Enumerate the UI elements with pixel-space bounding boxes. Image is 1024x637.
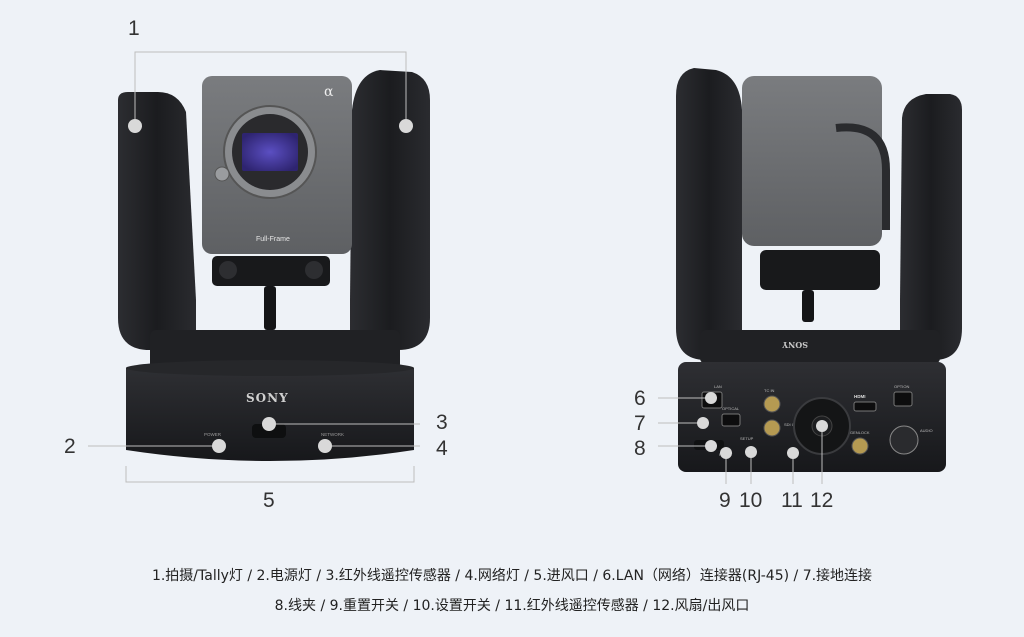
legend-caption-line-2: 8.线夹 / 9.重置开关 / 10.设置开关 / 11.红外线遥控传感器 / … (274, 598, 750, 614)
callout-dot-2 (212, 439, 226, 453)
power-label: POWER (204, 432, 222, 437)
callout-number-7: 7 (634, 412, 646, 435)
full-frame-label: Full-Frame (256, 236, 290, 243)
callout-number-9: 9 (719, 489, 731, 512)
callout-dot-1b (399, 119, 413, 133)
optical-port (721, 413, 741, 427)
front-callout-dots (128, 119, 413, 453)
tc-in-connector (763, 395, 781, 413)
callout-number-10: 10 (739, 489, 763, 512)
alpha-mark: α (324, 84, 334, 100)
callout-dot-6 (705, 392, 717, 404)
front-base (126, 368, 414, 461)
front-yoke-left-arm (118, 92, 196, 350)
rear-camera-body (742, 76, 882, 246)
callout-number-3: 3 (436, 411, 448, 434)
image-sensor (242, 133, 298, 171)
rear-yoke-left-arm (676, 68, 742, 360)
genlock-label: GENLOCK (850, 430, 870, 435)
rear-yoke-right-arm (900, 94, 962, 360)
callout-number-6: 6 (634, 387, 646, 410)
callout-dot-4 (318, 439, 332, 453)
callout-number-4: 4 (436, 437, 448, 460)
audio-connector (889, 425, 919, 455)
rear-yoke-bridge (700, 330, 940, 364)
callout-dot-11 (787, 447, 799, 459)
callout-line-1 (134, 51, 407, 126)
rear-camera: SONY LAN TC IN SDI OUT OPTICAL SETUP RES… (676, 68, 962, 472)
callout-line-5 (125, 466, 415, 483)
option-port (893, 391, 913, 407)
rear-cable (835, 123, 890, 230)
rear-mounting-screw (802, 290, 814, 322)
hdmi-label: HDMI (854, 394, 866, 399)
front-callout-lines (88, 51, 420, 483)
lan-port-label: LAN (714, 384, 722, 389)
mounting-plate (212, 256, 330, 286)
hdmi-port (853, 401, 877, 412)
mounting-screw (264, 286, 276, 330)
front-base-top-edge (126, 360, 414, 376)
audio-label: AUDIO (920, 428, 933, 433)
callout-number-5: 5 (263, 489, 275, 512)
callout-dot-10 (745, 446, 757, 458)
rear-plate (760, 250, 880, 290)
callout-dot-12 (816, 420, 828, 432)
legend-caption-line-1: 1.拍摄/Tally灯 / 2.电源灯 / 3.红外线遥控传感器 / 4.网络灯… (151, 568, 873, 584)
callout-dot-3 (262, 417, 276, 431)
callout-number-8: 8 (634, 437, 646, 460)
callout-number-11: 11 (781, 489, 803, 512)
genlock-connector (851, 437, 869, 455)
lens-release-button (214, 166, 230, 182)
front-camera: α Full-Frame SONY POWER NETWORK (118, 70, 430, 461)
sdi-out-label: SDI OUT (784, 422, 801, 427)
rear-callout-dots (697, 392, 828, 459)
front-yoke-right-arm (350, 70, 430, 350)
sdi-out-connector (763, 419, 781, 437)
callout-number-12: 12 (810, 489, 834, 512)
callout-dot-9 (720, 447, 732, 459)
tc-in-label: TC IN (764, 388, 775, 393)
front-yoke-bridge (150, 330, 400, 370)
network-label: NETWORK (321, 432, 344, 437)
plate-knob-left (219, 261, 237, 279)
option-label: OPTION (894, 384, 909, 389)
optical-label: OPTICAL (722, 406, 740, 411)
callout-number-2: 2 (64, 435, 76, 458)
callout-dot-8 (705, 440, 717, 452)
callout-dot-7 (697, 417, 709, 429)
callout-dot-1a (128, 119, 142, 133)
callout-number-1: 1 (128, 17, 140, 40)
camera-diagram: α Full-Frame SONY POWER NETWORK SONY (88, 51, 962, 484)
rear-brand-label-inverted: SONY (782, 340, 808, 350)
front-brand-label: SONY (246, 391, 289, 405)
setup-label: SETUP (740, 436, 754, 441)
plate-knob-right (305, 261, 323, 279)
